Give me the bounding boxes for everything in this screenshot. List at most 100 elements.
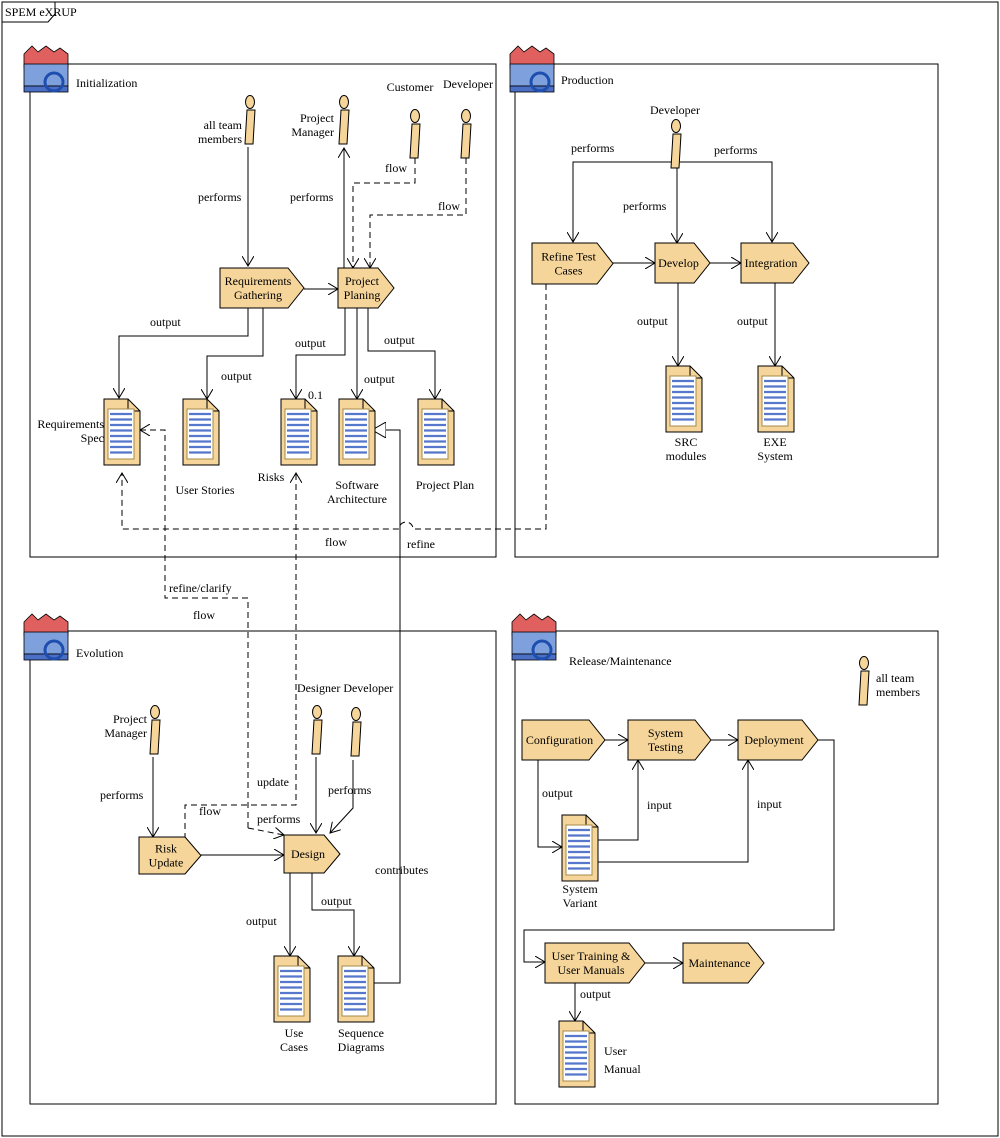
update-label: update xyxy=(257,775,289,789)
artifact xyxy=(280,398,318,466)
actor xyxy=(858,656,870,706)
performs-label: performs xyxy=(290,190,334,204)
package-icon xyxy=(511,613,557,661)
input-line xyxy=(598,760,638,841)
actor xyxy=(311,705,323,755)
refine-clarify-line xyxy=(140,430,249,828)
task-label: Gathering xyxy=(234,288,282,302)
artifact xyxy=(561,814,599,882)
performs-label: performs xyxy=(571,141,615,155)
task: Develop xyxy=(654,242,711,284)
flow-line xyxy=(370,148,467,268)
output-line xyxy=(296,308,346,399)
performs-line xyxy=(573,161,675,242)
actor-label: Developer xyxy=(650,103,700,117)
flow-line xyxy=(523,739,835,962)
refine-clarify-label: refine/clarify xyxy=(169,581,232,595)
task-label: Deployment xyxy=(744,733,804,747)
actor xyxy=(338,95,350,145)
performs-label: performs xyxy=(328,783,372,797)
task-label: Project xyxy=(345,274,380,288)
actor xyxy=(409,109,421,159)
output-line xyxy=(119,308,249,398)
flow-label: flow xyxy=(385,161,407,175)
task-label: Cases xyxy=(555,264,583,278)
connectors xyxy=(119,147,835,1021)
actor xyxy=(460,109,472,159)
artifact xyxy=(182,398,220,466)
flow-label: flow xyxy=(325,535,347,549)
performs-line xyxy=(680,161,772,242)
frame-title: SPEM eXRUP xyxy=(5,5,77,19)
actor-label: Project xyxy=(113,712,148,726)
task-label: Risk xyxy=(155,842,177,856)
artifact-label: System xyxy=(562,882,598,896)
flow-label: flow xyxy=(438,199,460,213)
package-initialization xyxy=(29,63,497,558)
task-label: Planing xyxy=(344,288,381,302)
task: Integration xyxy=(740,242,810,284)
actor-label: Customer xyxy=(387,80,434,94)
task-label: User Training & xyxy=(552,949,631,963)
update-line xyxy=(184,473,296,839)
output-label: output xyxy=(321,894,352,908)
actor-label: Project xyxy=(300,111,335,125)
artifact-label: modules xyxy=(666,449,707,463)
flow-line xyxy=(353,148,416,268)
artifact-label: Project Plan xyxy=(416,478,474,492)
package-title: Production xyxy=(561,73,614,87)
output-label: output xyxy=(295,336,326,350)
output-line xyxy=(311,873,354,956)
output-label: output xyxy=(221,369,252,383)
output-label: output xyxy=(542,786,573,800)
input-label: input xyxy=(647,798,672,812)
artifact xyxy=(417,398,455,466)
output-label: output xyxy=(150,315,181,329)
performs-line xyxy=(330,760,354,833)
frame-tab xyxy=(2,2,56,23)
task-label: Configuration xyxy=(526,733,593,747)
package-title: Evolution xyxy=(76,646,123,660)
artifact-label: User xyxy=(604,1044,627,1058)
task: Configuration xyxy=(521,719,606,761)
refine-label: refine xyxy=(407,537,435,551)
package-icon xyxy=(509,45,555,93)
output-label: output xyxy=(637,314,668,328)
output-label: output xyxy=(384,333,415,347)
artifact-label: Sequence xyxy=(338,1026,384,1040)
task-label: Maintenance xyxy=(689,956,751,970)
task: Deployment xyxy=(737,719,819,761)
artifact-label: SRC xyxy=(675,435,698,449)
package-title: Release/Maintenance xyxy=(569,654,672,668)
artifact xyxy=(273,955,311,1023)
task: Maintenance xyxy=(682,942,765,984)
actor xyxy=(670,119,682,169)
artifact xyxy=(757,365,795,433)
performs-label: performs xyxy=(257,812,301,826)
flow-label: flow xyxy=(193,608,215,622)
artifact xyxy=(558,1020,596,1088)
actor-label: Developer xyxy=(443,77,493,91)
task-label: Requirements xyxy=(225,274,292,288)
output-line xyxy=(367,308,435,399)
artifact xyxy=(337,955,375,1023)
output-label: output xyxy=(580,987,611,1001)
task-label: Integration xyxy=(745,256,798,270)
artifact-label: Risks xyxy=(258,470,285,484)
actor-label: Manager xyxy=(104,726,147,740)
task: User Training &User Manuals xyxy=(544,942,646,984)
contributes-label: contributes xyxy=(375,863,429,877)
actor-label: Manager xyxy=(291,125,334,139)
task-label: Refine Test xyxy=(541,250,596,264)
task-label: Develop xyxy=(658,256,699,270)
output-label: output xyxy=(364,372,395,386)
task: Design xyxy=(283,834,341,874)
artifact-label: Use xyxy=(285,1026,304,1040)
input-label: input xyxy=(757,797,782,811)
artifact-label: Cases xyxy=(280,1040,308,1054)
